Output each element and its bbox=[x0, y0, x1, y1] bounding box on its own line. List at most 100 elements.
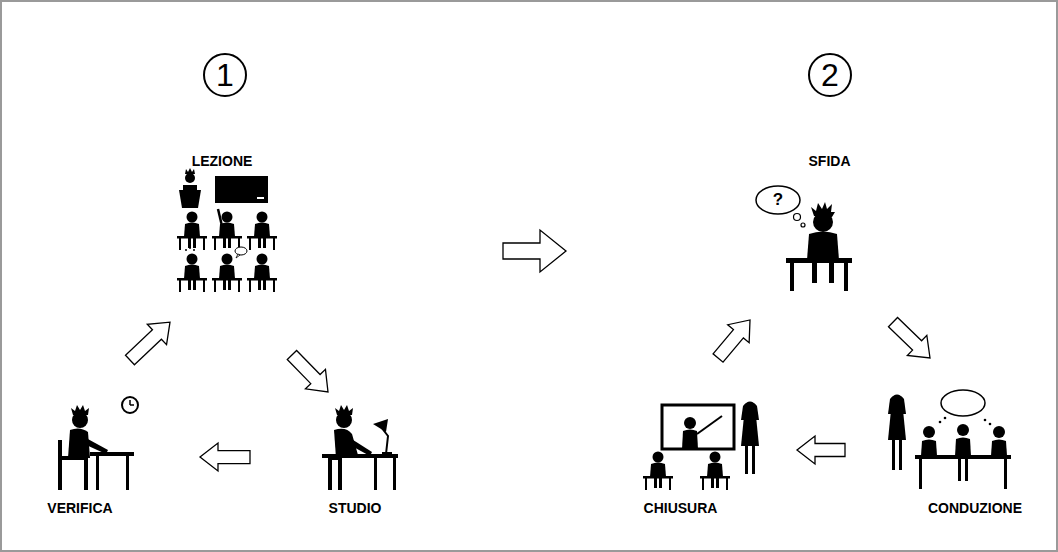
conduct-icon bbox=[993, 426, 1005, 438]
closure-icon bbox=[745, 446, 748, 474]
test-icon bbox=[71, 405, 89, 415]
study-icon bbox=[373, 419, 388, 432]
stage-node: SFIDA bbox=[750, 140, 893, 355]
study-icon bbox=[374, 458, 377, 490]
conduct-icon bbox=[923, 426, 935, 438]
conduct-icon bbox=[941, 390, 985, 416]
conduct-icon bbox=[915, 455, 1011, 459]
cycle-arrow bbox=[888, 317, 930, 358]
conduct-icon bbox=[957, 424, 969, 436]
stage-label: CHIUSURA bbox=[644, 500, 718, 517]
closure-icon bbox=[697, 416, 722, 434]
test-icon bbox=[130, 404, 134, 406]
study-icon bbox=[335, 405, 353, 415]
lesson-icon bbox=[247, 212, 277, 251]
stage-node: STUDIO bbox=[250, 392, 410, 525]
step-number: 1 bbox=[216, 59, 234, 91]
stage-label: SFIDA bbox=[809, 153, 851, 170]
conduct-icon bbox=[989, 423, 992, 426]
stage-node: VERIFICA bbox=[30, 360, 200, 525]
study-icon bbox=[338, 458, 342, 490]
lesson-icon bbox=[247, 254, 277, 293]
conduct-icon bbox=[892, 440, 895, 470]
stage-node: CONDUZIONE bbox=[845, 358, 1045, 525]
step-number-circle: 1 bbox=[203, 53, 247, 97]
study-icon bbox=[393, 458, 396, 490]
challenge-icon bbox=[811, 202, 835, 217]
lesson-icon bbox=[193, 249, 195, 251]
step-number: 2 bbox=[821, 59, 839, 91]
test-icon bbox=[96, 456, 99, 490]
study-icon bbox=[348, 438, 372, 456]
study-icon bbox=[322, 405, 398, 490]
conduct-icon bbox=[888, 410, 906, 440]
challenge-icon bbox=[829, 263, 834, 283]
lesson-icon bbox=[179, 190, 201, 208]
study-icon bbox=[382, 452, 392, 455]
closure-icon bbox=[684, 417, 696, 429]
conduct-icon bbox=[991, 440, 1007, 457]
conduct-icon bbox=[1004, 459, 1007, 489]
test-icon bbox=[126, 456, 129, 490]
stage-node: CHIUSURA bbox=[620, 358, 797, 525]
stage-label: VERIFICA bbox=[47, 500, 112, 517]
lesson-icon bbox=[212, 254, 242, 293]
challenge-icon bbox=[807, 232, 839, 261]
lesson-icon bbox=[177, 254, 207, 293]
cycle-arrow bbox=[125, 322, 170, 365]
stage-label: CONDUZIONE bbox=[928, 500, 1022, 517]
test-icon bbox=[58, 440, 62, 490]
cycle-arrow bbox=[287, 350, 328, 392]
lesson-icon bbox=[257, 197, 264, 199]
test-icon bbox=[84, 438, 108, 454]
cycle-arrow bbox=[713, 320, 750, 362]
test-icon bbox=[122, 397, 138, 413]
challenge-icon bbox=[786, 258, 852, 263]
stage-label: LEZIONE bbox=[192, 153, 253, 170]
lesson-icon bbox=[185, 173, 195, 183]
closure-icon bbox=[741, 416, 759, 446]
conduct-icon bbox=[955, 438, 971, 457]
conduct-icon bbox=[965, 459, 968, 481]
lesson-icon bbox=[177, 168, 277, 292]
conduct-icon bbox=[958, 459, 961, 481]
conduct-icon bbox=[944, 417, 947, 420]
lesson-icon bbox=[212, 212, 242, 251]
closure-icon bbox=[752, 446, 755, 474]
closure-icon bbox=[662, 405, 734, 449]
stage-node: LEZIONE bbox=[170, 140, 300, 355]
closure-icon bbox=[643, 402, 759, 491]
lesson-icon bbox=[236, 254, 240, 258]
cycle-arrow bbox=[797, 436, 845, 464]
challenge-icon bbox=[790, 263, 794, 291]
lesson-icon bbox=[215, 176, 268, 203]
lesson-icon bbox=[189, 247, 191, 249]
challenge-icon bbox=[812, 263, 817, 283]
test-icon bbox=[84, 458, 88, 490]
test-icon bbox=[58, 397, 138, 490]
transition-arrow bbox=[503, 230, 566, 272]
conduct-icon bbox=[899, 440, 902, 470]
stage-label: STUDIO bbox=[329, 500, 382, 517]
step-number-circle: 2 bbox=[808, 53, 852, 97]
conduct-icon bbox=[888, 390, 1011, 489]
closure-icon bbox=[643, 452, 673, 491]
closure-icon bbox=[700, 452, 730, 491]
cycle-arrow bbox=[200, 443, 250, 471]
closure-icon bbox=[682, 430, 698, 450]
lesson-icon bbox=[177, 212, 207, 251]
challenge-icon bbox=[844, 263, 848, 291]
lesson-icon bbox=[185, 249, 187, 251]
test-icon bbox=[58, 456, 88, 460]
thought-mark: ? bbox=[773, 190, 783, 209]
challenge-icon bbox=[801, 223, 805, 227]
challenge-icon bbox=[794, 214, 801, 221]
label-slot: ? bbox=[773, 191, 783, 209]
conduct-icon bbox=[939, 421, 942, 424]
conduct-icon bbox=[984, 419, 987, 422]
test-icon bbox=[90, 452, 134, 456]
